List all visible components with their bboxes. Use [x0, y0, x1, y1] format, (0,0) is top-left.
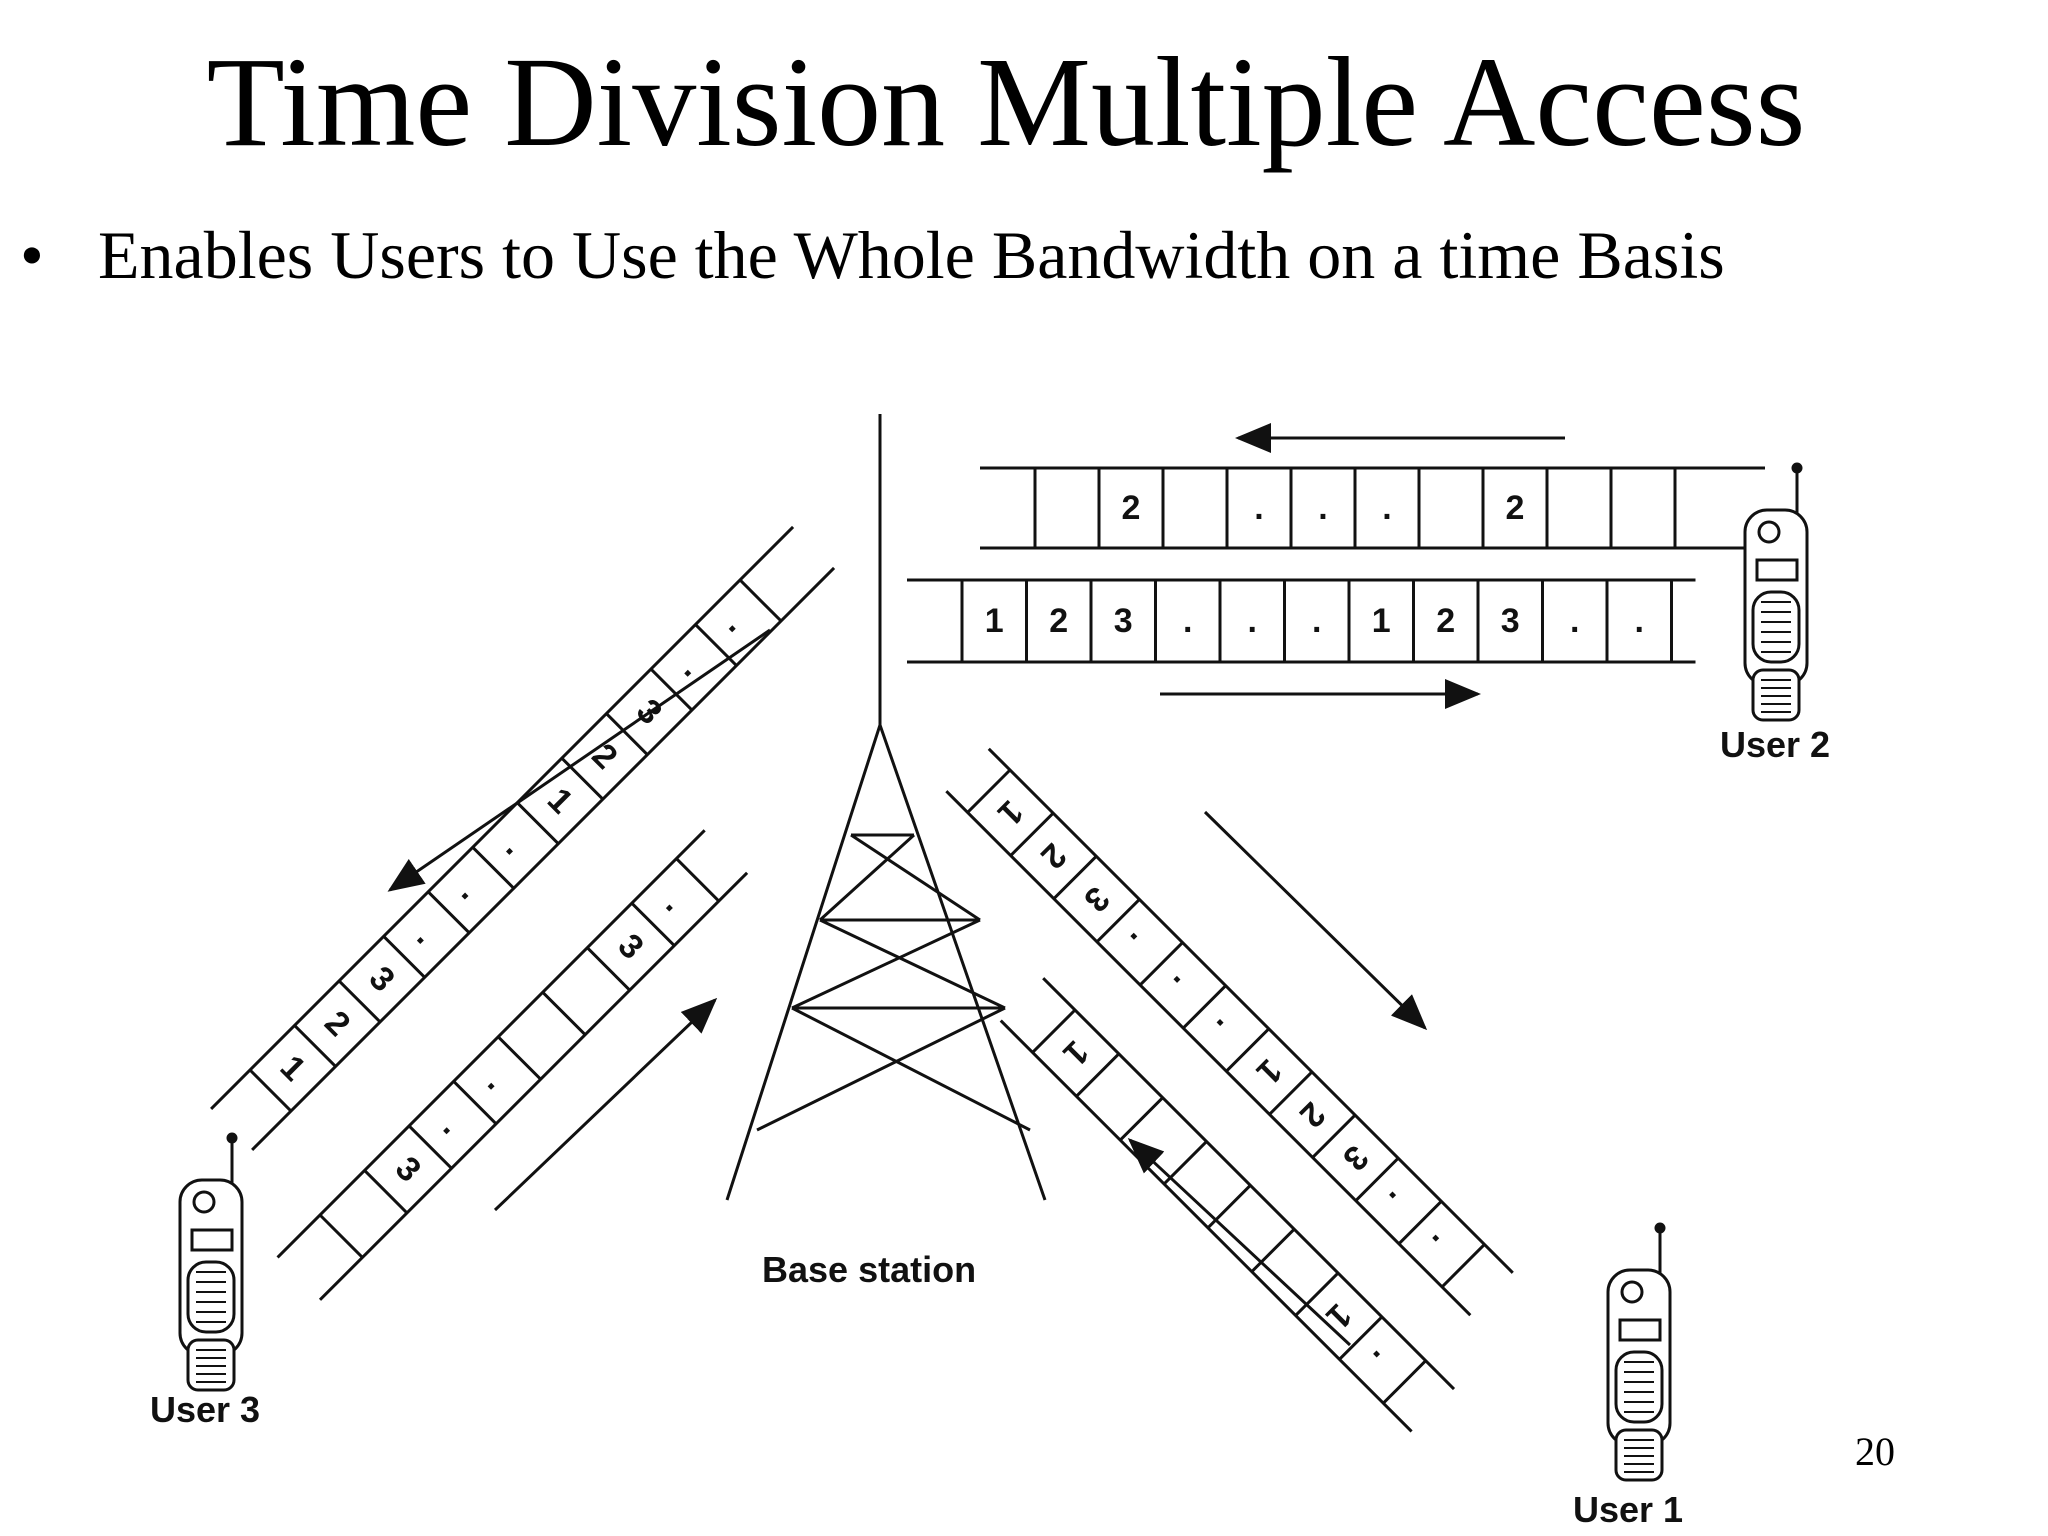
slot-label: .: [1570, 602, 1579, 640]
slide-title: Time Division Multiple Access: [206, 31, 1806, 173]
slot-label: 2: [1436, 602, 1455, 640]
mobile-phone-icon-user3: [178, 1132, 244, 1392]
user2-label: User 2: [1720, 724, 1830, 765]
slot-label: .: [1312, 602, 1321, 640]
base-station-label: Base station: [762, 1249, 976, 1290]
slot-label: .: [1248, 602, 1257, 640]
slot-label: .: [1254, 489, 1263, 527]
slot-label: 2: [317, 1004, 357, 1044]
slot-label: 3: [362, 959, 402, 999]
slot-label: 1: [273, 1048, 313, 1088]
mobile-phone-icon-user2: [1743, 462, 1809, 722]
slot-label: 1: [540, 781, 580, 821]
slot-label: .: [1166, 969, 1200, 1003]
slot-label: .: [1382, 489, 1391, 527]
user1-label: User 1: [1573, 1489, 1683, 1530]
slot-label: .: [677, 651, 711, 685]
slot-label: 1: [1249, 1051, 1289, 1091]
slot-label: 3: [611, 927, 651, 967]
slot-label: 3: [1114, 602, 1133, 640]
frame-strip-user3-uplink: 3..3.: [276, 829, 749, 1301]
slot-label: .: [1123, 925, 1157, 959]
slot-label: .: [499, 829, 533, 863]
slot-label: .: [1382, 1184, 1416, 1218]
slot-label: 2: [1292, 1095, 1332, 1135]
slot-label: 3: [1076, 879, 1116, 919]
downlink-arrow-user1: [1203, 810, 1428, 1031]
slot-label: 1: [990, 793, 1030, 833]
uplink-arrow-user3: [493, 997, 718, 1212]
antenna-tower-icon: [725, 414, 1047, 1201]
slot-label: .: [436, 1108, 470, 1142]
user3-label: User 3: [150, 1389, 260, 1430]
slot-label: .: [721, 606, 755, 640]
frame-strip-user3-downlink: 123...123..: [210, 525, 836, 1151]
downlink-arrow-user3: [387, 628, 771, 892]
frame-strip-user2-downlink: 2... 2: [980, 466, 1765, 550]
bullet-item: • Enables Users to Use the Whole Bandwid…: [20, 218, 1725, 293]
slot-label: .: [1366, 1343, 1400, 1377]
slot-label: .: [1318, 489, 1327, 527]
slot-label: 1: [1319, 1296, 1359, 1336]
slot-label: 2: [1033, 836, 1073, 876]
bullet-marker: •: [20, 217, 44, 293]
slot-label: .: [410, 918, 444, 952]
frame-strip-user1-downlink: 123...123..: [945, 747, 1514, 1317]
slot-label: .: [1183, 602, 1192, 640]
slot-label: 2: [1122, 489, 1141, 527]
slot-label: 1: [1056, 1033, 1096, 1073]
frame-strip-user1-uplink: 1 1.: [999, 977, 1456, 1433]
slot-label: 3: [1335, 1138, 1375, 1178]
slot-label: 1: [985, 602, 1004, 640]
slot-label: .: [480, 1064, 514, 1098]
slot-label: 3: [1501, 602, 1520, 640]
slot-label: .: [659, 885, 693, 919]
slot-label: .: [1635, 602, 1644, 640]
slot-label: .: [1425, 1227, 1459, 1261]
slot-label: 1: [1372, 602, 1391, 640]
slot-label: 2: [1049, 602, 1068, 640]
mobile-phone-icon-user1: [1606, 1222, 1672, 1482]
slot-label: 2: [1506, 489, 1525, 527]
bullet-text: Enables Users to Use the Whole Bandwidth…: [98, 217, 1725, 293]
direction-arrows: [387, 423, 1565, 1347]
slot-label: 3: [388, 1149, 428, 1189]
uplink-arrow-user1: [1127, 1137, 1352, 1347]
page-number: 20: [1855, 1429, 1895, 1474]
frame-strip-user2-uplink: 1 2 3... 1 2 3..: [907, 578, 1696, 664]
slot-label: .: [1209, 1012, 1243, 1046]
slot-label: .: [454, 873, 488, 907]
